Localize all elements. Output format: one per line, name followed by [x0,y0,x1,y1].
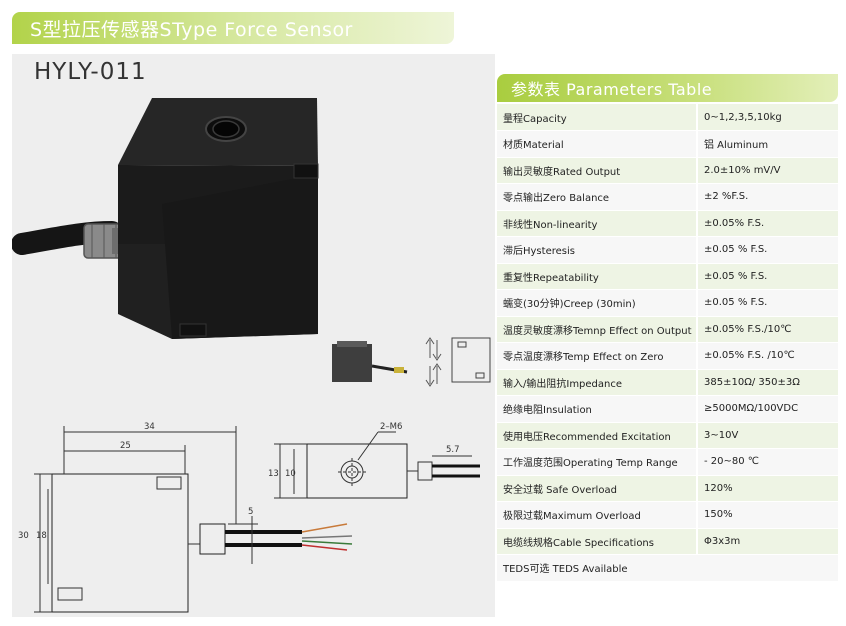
table-title: 参数表 Parameters Table [511,80,713,99]
table-row: 重复性Repeatability±0.05 % F.S. [497,263,838,290]
dim-18: 18 [36,531,47,541]
top-view-drawing [274,431,480,499]
dim-10: 10 [285,469,296,479]
sensor-small-photo [332,341,408,382]
dim-25: 25 [120,441,131,451]
table-row: 零点温度漂移Temp Effect on Zero±0.05% F.S. /10… [497,342,838,370]
dim-30: 30 [18,531,29,541]
model-name: HYLY-011 [34,59,147,85]
table-row: 绝缘电阻Insulation≥5000MΩ/100VDC [497,395,838,423]
table-row: TEDS可选 TEDS Available [497,554,838,582]
table-row: 蠕变(30分钟)Creep (30min)±0.05 % F.S. [497,289,838,317]
table-row: 非线性Non-linearity±0.05% F.S. [497,210,838,237]
dim-5-7: 5.7 [446,445,460,455]
parameters-table-header: 参数表 Parameters Table [497,74,838,102]
top-dimensions: 2–M6 13 10 5.7 [268,422,460,479]
table-row: 温度灵敏度漂移Temnp Effect on Output±0.05% F.S.… [497,316,838,343]
sensor-photo [12,98,319,339]
table-row: 零点输出Zero Balance±2 %F.S. [497,183,838,211]
front-view-drawing [34,426,353,613]
table-row: 工作温度范围Operating Temp Range- 20~80 ℃ [497,448,838,476]
title-banner: S型拉压传感器SType Force Sensor [12,12,454,44]
front-dimensions: 34 25 30 18 5 [18,422,253,541]
tension-compression-arrows [425,337,491,387]
dim-34: 34 [144,422,155,432]
product-drawings: 34 25 30 18 5 2–M6 13 [12,98,491,613]
table-row: 滞后Hysteresis±0.05 % F.S. [497,236,838,264]
dim-5: 5 [248,507,253,517]
product-panel: HYLY-011 [12,54,495,617]
page-title: S型拉压传感器SType Force Sensor [30,18,353,41]
dim-thread: 2–M6 [380,422,402,432]
dim-13: 13 [268,469,279,479]
